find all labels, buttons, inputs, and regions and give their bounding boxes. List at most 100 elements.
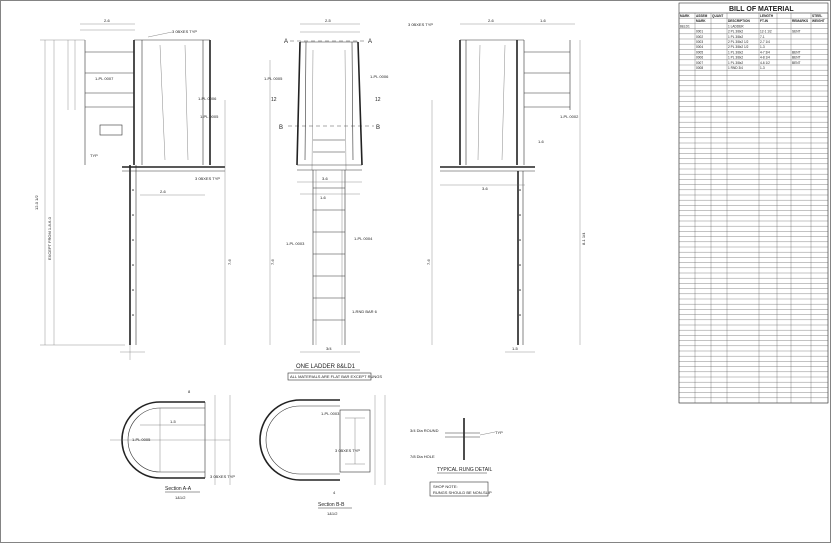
dim-12-left: 12: [271, 97, 277, 103]
bom-cell: 0005: [696, 50, 703, 54]
bom-cell: 2 PL 3/8x2 1/2: [728, 40, 749, 44]
note-boxes-bb: 3 0BXES TYP: [335, 448, 360, 453]
dim-2-6-right: 2-6: [488, 18, 495, 23]
dim-3-6-right: 3-6: [482, 186, 489, 191]
bom-cell: ASSEM: [696, 14, 708, 18]
dim-1-6-right: 1-6: [540, 18, 547, 23]
dim-7-6-front: 7-6: [270, 258, 275, 265]
note-rnd-front: 1-RND BAR 6: [352, 309, 378, 314]
bom-cell: 8&LD1: [680, 24, 690, 28]
rung-detail-title: TYPICAL RUNG DETAIL: [437, 467, 493, 473]
dim-8-right: 8-1 1/4: [581, 232, 586, 245]
rung-typ-label: TYP: [495, 430, 503, 435]
section-bb-view: 1-PL 0003 3 0BXES TYP 4 Section B-B 1&1/…: [259, 395, 386, 516]
bom-cell: 1-3: [760, 66, 765, 70]
dim-1-5-right: 1-5: [512, 346, 519, 351]
dim-7-6-right: 7-6: [426, 258, 431, 265]
bom-cell: MARK: [680, 14, 690, 18]
note-pl-0006-front: 1-PL 0006: [370, 74, 389, 79]
bom-cell: 1 PL 3/8x2: [728, 56, 743, 60]
dim-2-6-left: 2-6: [104, 18, 111, 23]
bom-cell: SENT: [792, 30, 801, 34]
bom-cell: BENT: [792, 61, 801, 65]
dim-12-right: 12: [375, 97, 381, 103]
bom-cell: WEIGHT: [812, 19, 825, 23]
note-pl-0005-front: 1-PL 0005: [264, 76, 283, 81]
dim-8-aa: 8: [188, 389, 191, 394]
section-aa-scale: 1&1/2: [175, 495, 186, 500]
section-marker-b-left: B: [279, 125, 283, 131]
vert-label-except: EXCEPT FROM 1-8-6-0: [47, 216, 52, 260]
note-pl-0003-front: 1-PL 0003: [286, 241, 305, 246]
front-elevation-view: 2-5 A A B B 3-6 1-6: [264, 18, 389, 381]
shop-note-heading: SHOP NOTE:: [433, 484, 458, 489]
drawing-subtitle: ALL MATERIALS ARE FLAT BAR EXCEPT RUNGS: [290, 374, 382, 379]
dim-3-6-front: 3-6: [322, 176, 329, 181]
bom-cell: 1-3: [760, 45, 765, 49]
section-aa-view: 1-5 1-PL 0005 8 3 0BXES TYP Section A-A …: [110, 389, 235, 500]
bom-cell: 0006: [696, 56, 703, 60]
section-aa-title: Section A-A: [165, 486, 192, 492]
bom-cell: 2 PL 3/8x2 1/2: [728, 45, 749, 49]
dim-2-6-bottom: 2-6: [160, 189, 167, 194]
bom-cell: 0001: [696, 30, 703, 34]
note-pl-0005-left: 1-PL 0005: [200, 114, 219, 119]
section-bb-title: Section B-B: [318, 502, 345, 508]
note-pl-0006-left: 1-PL 0006: [198, 96, 217, 101]
note-boxes-left-2: 3 0BXES TYP: [195, 176, 220, 181]
dim-1-6-front: 1-6: [320, 195, 327, 200]
section-marker-b-right: B: [376, 125, 380, 131]
bom-cell: 2 PL 3/8x2: [728, 30, 743, 34]
bom-title: BILL OF MATERIAL: [729, 6, 794, 13]
bom-cell: DESCRIPTION: [728, 19, 750, 23]
bom-cell: 1 PL 3/8x2: [728, 35, 743, 39]
bom-cell: FT-IN: [760, 19, 769, 23]
bom-cell: LENGTH: [760, 14, 774, 18]
bom-cell: 4-6 1/2: [760, 61, 770, 65]
section-marker-a-right: A: [368, 39, 372, 45]
bom-cell: 4-8 1/4: [760, 56, 770, 60]
dim-1-6-right-b: 1-6: [538, 139, 545, 144]
drawing-title: ONE LADDER 8&LD1: [296, 364, 356, 370]
bom-cell: BENT: [792, 50, 801, 54]
note-pl-0007-left: 1-PL 0007: [95, 76, 114, 81]
bom-cell: STEEL: [812, 14, 822, 18]
note-pl-0003-bb: 1-PL 0003: [321, 411, 340, 416]
shop-note-body: RUNGS SHOULD BE NON-SLIP: [433, 490, 492, 495]
dim-2-5-front: 2-5: [325, 18, 332, 23]
note-pl-0002-right: 1-PL 0002: [560, 114, 579, 119]
bom-cell: REMARKS: [792, 19, 808, 23]
bom-cell: 0002: [696, 35, 703, 39]
note-pl-0004-front: 1-PL 0004: [354, 236, 373, 241]
bom-cell: 0003: [696, 40, 703, 44]
bom-cell: 1 RND 3/4: [728, 66, 743, 70]
note-typ-left: TYP: [90, 153, 98, 158]
bom-grid: [678, 12, 829, 404]
bom-cell: 1 PL 3/8x2: [728, 50, 743, 54]
dim-7-6-left: 7-6: [227, 258, 232, 265]
bom-cell: 7-1: [760, 35, 765, 39]
note-boxes-aa: 3 0BXES TYP: [210, 474, 235, 479]
bom-cell: QUANT: [712, 14, 723, 18]
bom-cell: 0008: [696, 66, 703, 70]
bom-cell: 0007: [696, 61, 703, 65]
rung-hole-label: 7/8 Dia HOLE: [410, 454, 435, 459]
left-elevation-view: 2-6 12-0 1/2 EXCEPT FR: [34, 18, 232, 360]
bom-cell: MARK: [696, 19, 706, 23]
vert-dim-total: 12-0 1/2: [34, 195, 39, 210]
typical-rung-detail: TYP 3/4 Dia ROUND 7/8 Dia HOLE TYPICAL R…: [410, 418, 503, 497]
right-elevation-view: 2-6 1-6 3 0BXES TYP 3-6 7-6 8-1 1/4 1-5 …: [408, 18, 586, 353]
bom-cell: 1 PL 3/8x2: [728, 61, 743, 65]
dim-1-5-aa: 1-5: [170, 419, 177, 424]
note-boxes-left: 3 0BXES TYP: [172, 29, 197, 34]
bom-cell: 12-1 1/2: [760, 30, 772, 34]
bom-cell: 0004: [696, 45, 703, 49]
note-boxes-right: 3 0BXES TYP: [408, 22, 433, 27]
rung-round-label: 3/4 Dia ROUND: [410, 428, 439, 433]
bom-cell: 1 LADDER: [728, 24, 744, 28]
bom-cell: 2-7 1/4: [760, 40, 770, 44]
dim-4-bb: 4: [333, 490, 336, 495]
